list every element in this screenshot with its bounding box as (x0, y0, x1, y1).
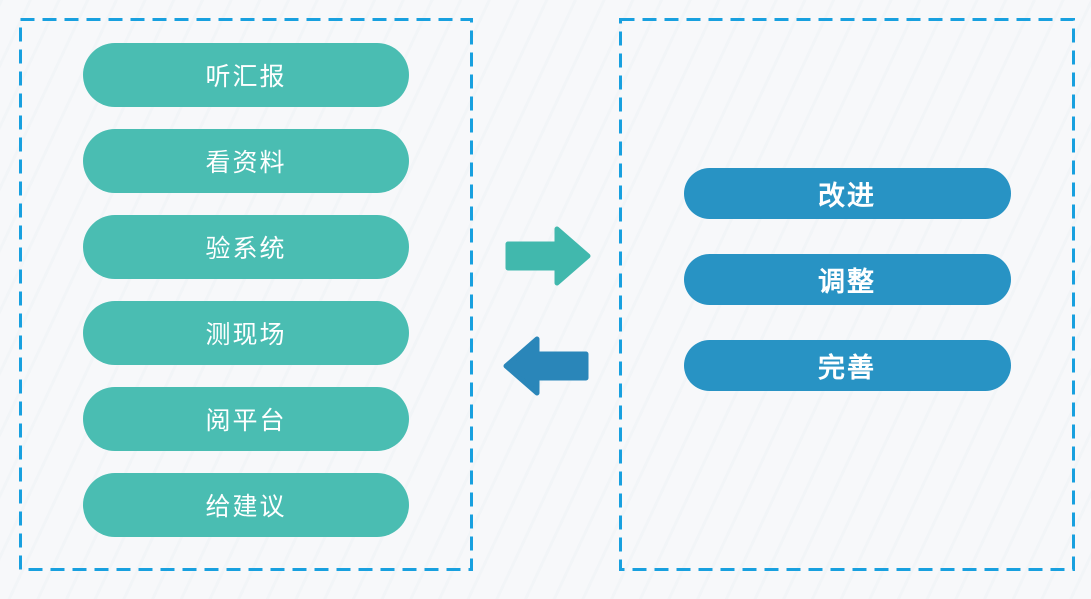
outcome-pill-label: 完善 (818, 353, 876, 383)
outcome-pill-label: 调整 (818, 267, 876, 297)
left-panel: 听汇报 看资料 验系统 测现场 阅平台 给建议 (19, 18, 473, 571)
step-pill-label: 看资料 (205, 149, 287, 177)
step-pill: 测现场 (83, 301, 409, 365)
outcome-pill: 调整 (683, 254, 1011, 305)
step-pill: 听汇报 (83, 43, 409, 107)
arrow-right-icon (505, 226, 591, 286)
left-pill-stack: 听汇报 看资料 验系统 测现场 阅平台 给建议 (19, 18, 473, 571)
arrow-left-icon (503, 336, 589, 396)
outcome-pill-label: 改进 (818, 181, 876, 211)
step-pill: 看资料 (83, 129, 409, 193)
step-pill: 阅平台 (83, 387, 409, 451)
step-pill: 给建议 (83, 473, 409, 537)
outcome-pill: 完善 (683, 340, 1011, 391)
step-pill-label: 阅平台 (205, 407, 287, 435)
step-pill-label: 听汇报 (205, 63, 287, 91)
step-pill-label: 给建议 (205, 493, 287, 521)
right-panel: 改进 调整 完善 (619, 18, 1075, 571)
right-pill-stack: 改进 调整 完善 (619, 18, 1075, 571)
step-pill: 验系统 (83, 215, 409, 279)
step-pill-label: 验系统 (205, 235, 287, 263)
outcome-pill: 改进 (683, 168, 1011, 219)
step-pill-label: 测现场 (205, 321, 287, 349)
